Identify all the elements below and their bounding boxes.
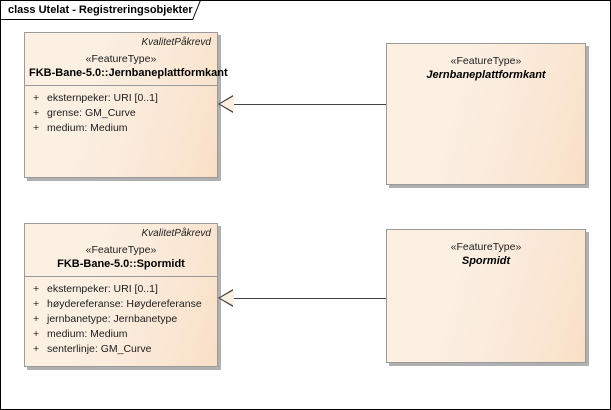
class-tag-label: KvalitetPåkrevd — [141, 37, 211, 48]
class-header: «FeatureType» Jernbaneplattformkant — [387, 44, 585, 87]
attribute-visibility: + — [33, 92, 40, 104]
attribute-text: medium: Medium — [47, 122, 128, 134]
attribute-row: + eksternpeker: URI [0..1] — [25, 91, 217, 106]
class-header: «FeatureType» Spormidt — [387, 230, 585, 273]
attribute-visibility: + — [33, 107, 40, 119]
attribute-row: + medium: Medium — [25, 121, 217, 136]
class-name: FKB-Bane-5.0::Jernbaneplattformkant — [29, 67, 228, 79]
attribute-visibility: + — [33, 328, 40, 340]
attribute-visibility: + — [33, 122, 40, 134]
generalization-arrow-1 — [220, 96, 234, 112]
attribute-row: + senterlinje: GM_Curve — [25, 342, 217, 357]
attribute-row: + medium: Medium — [25, 327, 217, 342]
attribute-row: + jernbanetype: Jernbanetype — [25, 312, 217, 327]
attribute-visibility: + — [33, 313, 40, 325]
attribute-text: medium: Medium — [47, 328, 128, 340]
class-box-spormidt[interactable]: «FeatureType» Spormidt — [386, 229, 586, 363]
attribute-text: høydereferanse: Høydereferanse — [47, 298, 202, 310]
attribute-text: grense: GM_Curve — [47, 107, 136, 119]
generalization-line-1[interactable] — [233, 104, 386, 105]
class-tag-label: KvalitetPåkrevd — [141, 228, 211, 239]
attribute-text: eksternpeker: URI [0..1] — [47, 283, 158, 295]
class-stereotype: «FeatureType» — [450, 55, 522, 67]
class-name: Jernbaneplattformkant — [426, 69, 546, 81]
attribute-visibility: + — [33, 298, 40, 310]
attribute-text: eksternpeker: URI [0..1] — [47, 92, 158, 104]
attribute-text: jernbanetype: Jernbanetype — [47, 313, 178, 325]
compartment-divider — [25, 276, 217, 277]
attribute-row: + høydereferanse: Høydereferanse — [25, 297, 217, 312]
class-stereotype: «FeatureType» — [85, 53, 157, 65]
class-box-fkb-jernbaneplattformkant[interactable]: KvalitetPåkrevd «FeatureType» FKB-Bane-5… — [24, 32, 228, 178]
class-header: KvalitetPåkrevd «FeatureType» FKB-Bane-5… — [25, 224, 217, 276]
class-stereotype: «FeatureType» — [85, 244, 157, 256]
attribute-row: + grense: GM_Curve — [25, 106, 217, 121]
attribute-visibility: + — [33, 343, 40, 355]
attribute-row: + eksternpeker: URI [0..1] — [25, 282, 217, 297]
class-box-jernbaneplattformkant[interactable]: «FeatureType» Jernbaneplattformkant — [386, 43, 586, 185]
attribute-visibility: + — [33, 283, 40, 295]
attribute-compartment: + eksternpeker: URI [0..1] + grense: GM_… — [25, 86, 217, 136]
class-box-fkb-spormidt[interactable]: KvalitetPåkrevd «FeatureType» FKB-Bane-5… — [24, 223, 218, 367]
attribute-compartment: + eksternpeker: URI [0..1] + høyderefera… — [25, 277, 217, 357]
generalization-arrow-2 — [220, 290, 234, 306]
class-name: Spormidt — [461, 255, 511, 267]
class-stereotype: «FeatureType» — [450, 241, 522, 253]
attribute-text: senterlinje: GM_Curve — [47, 343, 152, 355]
page-title: class Utelat - Registreringsobjekter — [8, 4, 193, 16]
generalization-line-2[interactable] — [233, 298, 386, 299]
class-name: FKB-Bane-5.0::Spormidt — [57, 258, 185, 270]
class-header: KvalitetPåkrevd «FeatureType» FKB-Bane-5… — [25, 33, 228, 85]
compartment-divider — [25, 85, 217, 86]
